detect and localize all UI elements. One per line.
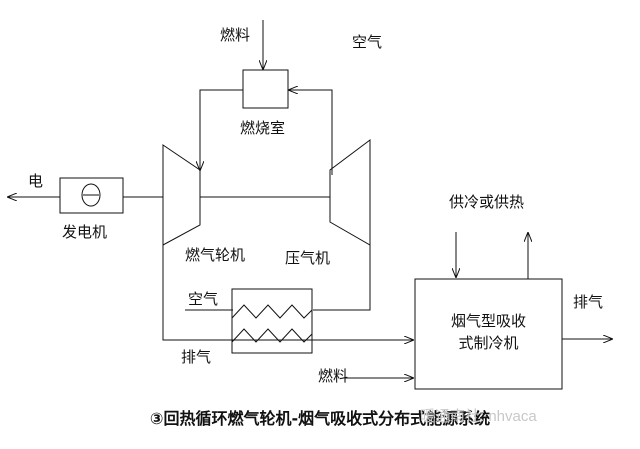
compressor-to-regen-line bbox=[313, 245, 371, 311]
watermark: 暖通南社: nhvaca bbox=[420, 408, 537, 425]
generator-symbol bbox=[81, 183, 101, 207]
chiller-label-line2: 式制冷机 bbox=[458, 334, 519, 352]
turbine-exhaust-line bbox=[162, 245, 413, 340]
compressor-shape bbox=[329, 139, 371, 246]
combustor-to-turbine-line bbox=[200, 89, 243, 170]
combustor-label: 燃烧室 bbox=[240, 119, 286, 137]
regen-coil-lower bbox=[231, 328, 313, 343]
chiller-label: 烟气型吸收 式制冷机 bbox=[415, 310, 562, 354]
supply-label: 供冷或供热 bbox=[449, 193, 525, 211]
air-regen-label: 空气 bbox=[188, 290, 219, 308]
electricity-label: 电 bbox=[28, 172, 44, 190]
air-top-label: 空气 bbox=[352, 33, 383, 51]
compressor-label: 压气机 bbox=[285, 249, 331, 267]
generator-label: 发电机 bbox=[62, 223, 108, 241]
regen-coil-upper bbox=[231, 304, 313, 319]
compressor-to-combustor-line bbox=[289, 90, 333, 175]
exhaust-left-label: 排气 bbox=[181, 348, 212, 366]
exhaust-right-label: 排气 bbox=[573, 293, 604, 311]
chiller-box bbox=[414, 278, 563, 390]
figure-caption: ③回热循环燃气轮机-烟气吸收式分布式能源系统 bbox=[149, 409, 491, 428]
gas-turbine-shape bbox=[162, 144, 201, 246]
fuel-bottom-label: 燃料 bbox=[318, 367, 349, 385]
generator-box bbox=[59, 177, 124, 214]
regenerator-box bbox=[231, 288, 313, 354]
gas-turbine-label: 燃气轮机 bbox=[185, 246, 246, 264]
fuel-top-label: 燃料 bbox=[220, 26, 251, 44]
combustor-box bbox=[242, 69, 289, 109]
chiller-label-line1: 烟气型吸收 bbox=[450, 312, 526, 330]
